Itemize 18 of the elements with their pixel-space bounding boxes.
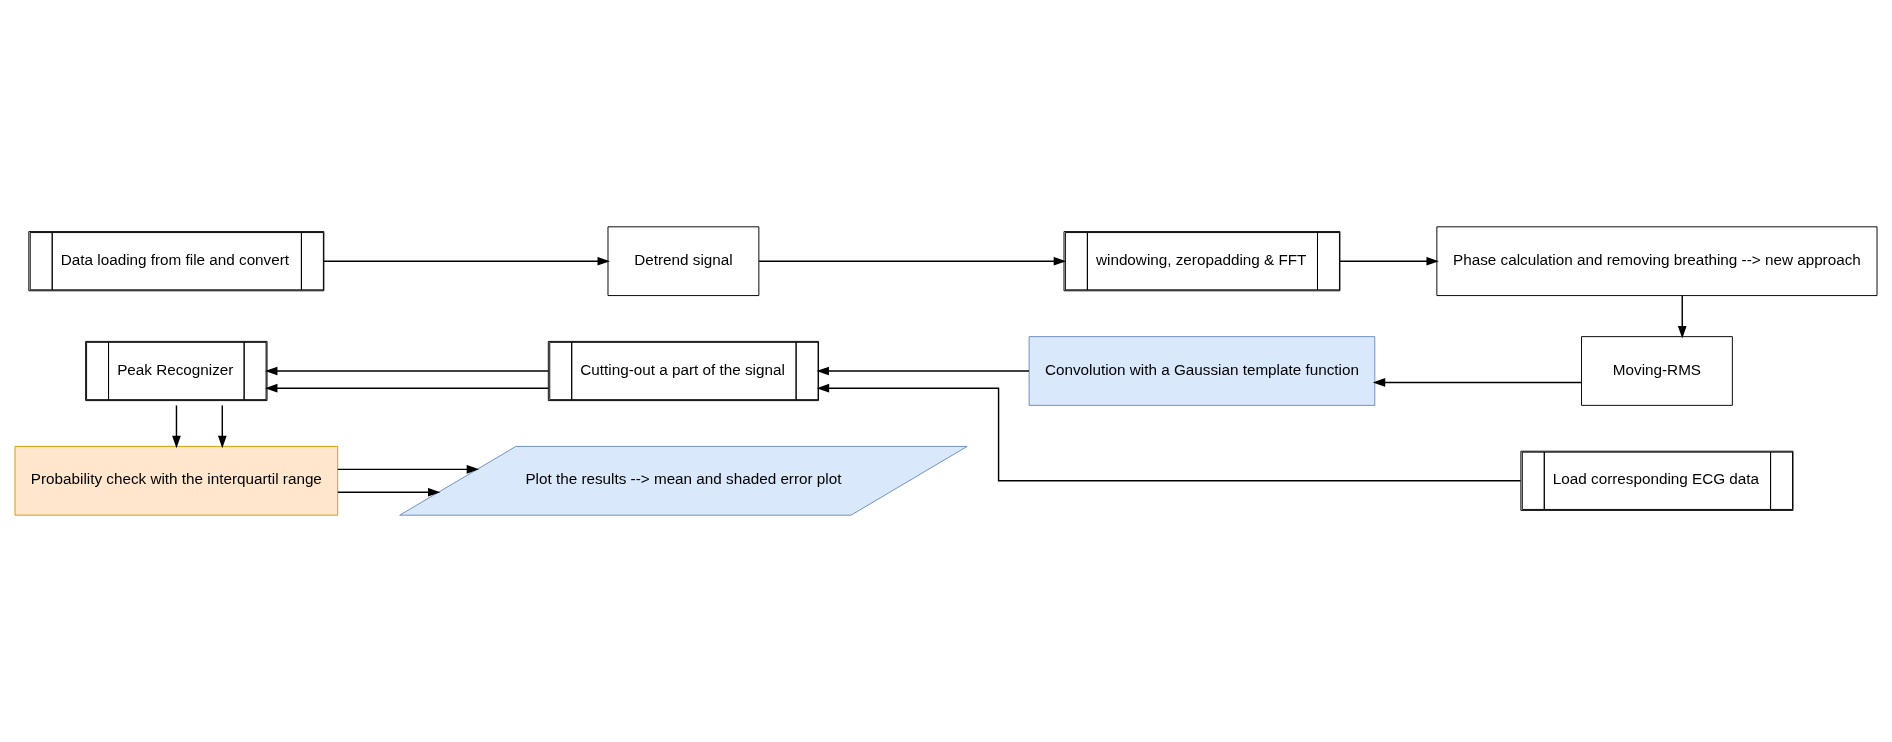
arrow <box>1677 294 1687 339</box>
node-box: Detrend signal <box>607 226 760 297</box>
node-box: Phase calculation and removing breathing --> new approach <box>1436 226 1878 297</box>
arrow <box>816 366 1030 376</box>
arrow <box>337 465 480 474</box>
arrow <box>323 256 610 266</box>
node-box: Moving-RMS <box>1581 336 1733 406</box>
arrow <box>1339 256 1439 266</box>
arrow <box>337 487 441 497</box>
node-box: Convolution with a Gaussian template function <box>1028 336 1376 406</box>
arrow <box>265 383 549 393</box>
arrow <box>217 404 227 449</box>
arrow <box>758 256 1067 266</box>
arrow <box>1372 378 1582 387</box>
arrow <box>816 383 1522 482</box>
arrow <box>265 366 549 376</box>
node-box: Probability check with the interquartil range <box>14 445 339 516</box>
arrow <box>172 404 181 449</box>
